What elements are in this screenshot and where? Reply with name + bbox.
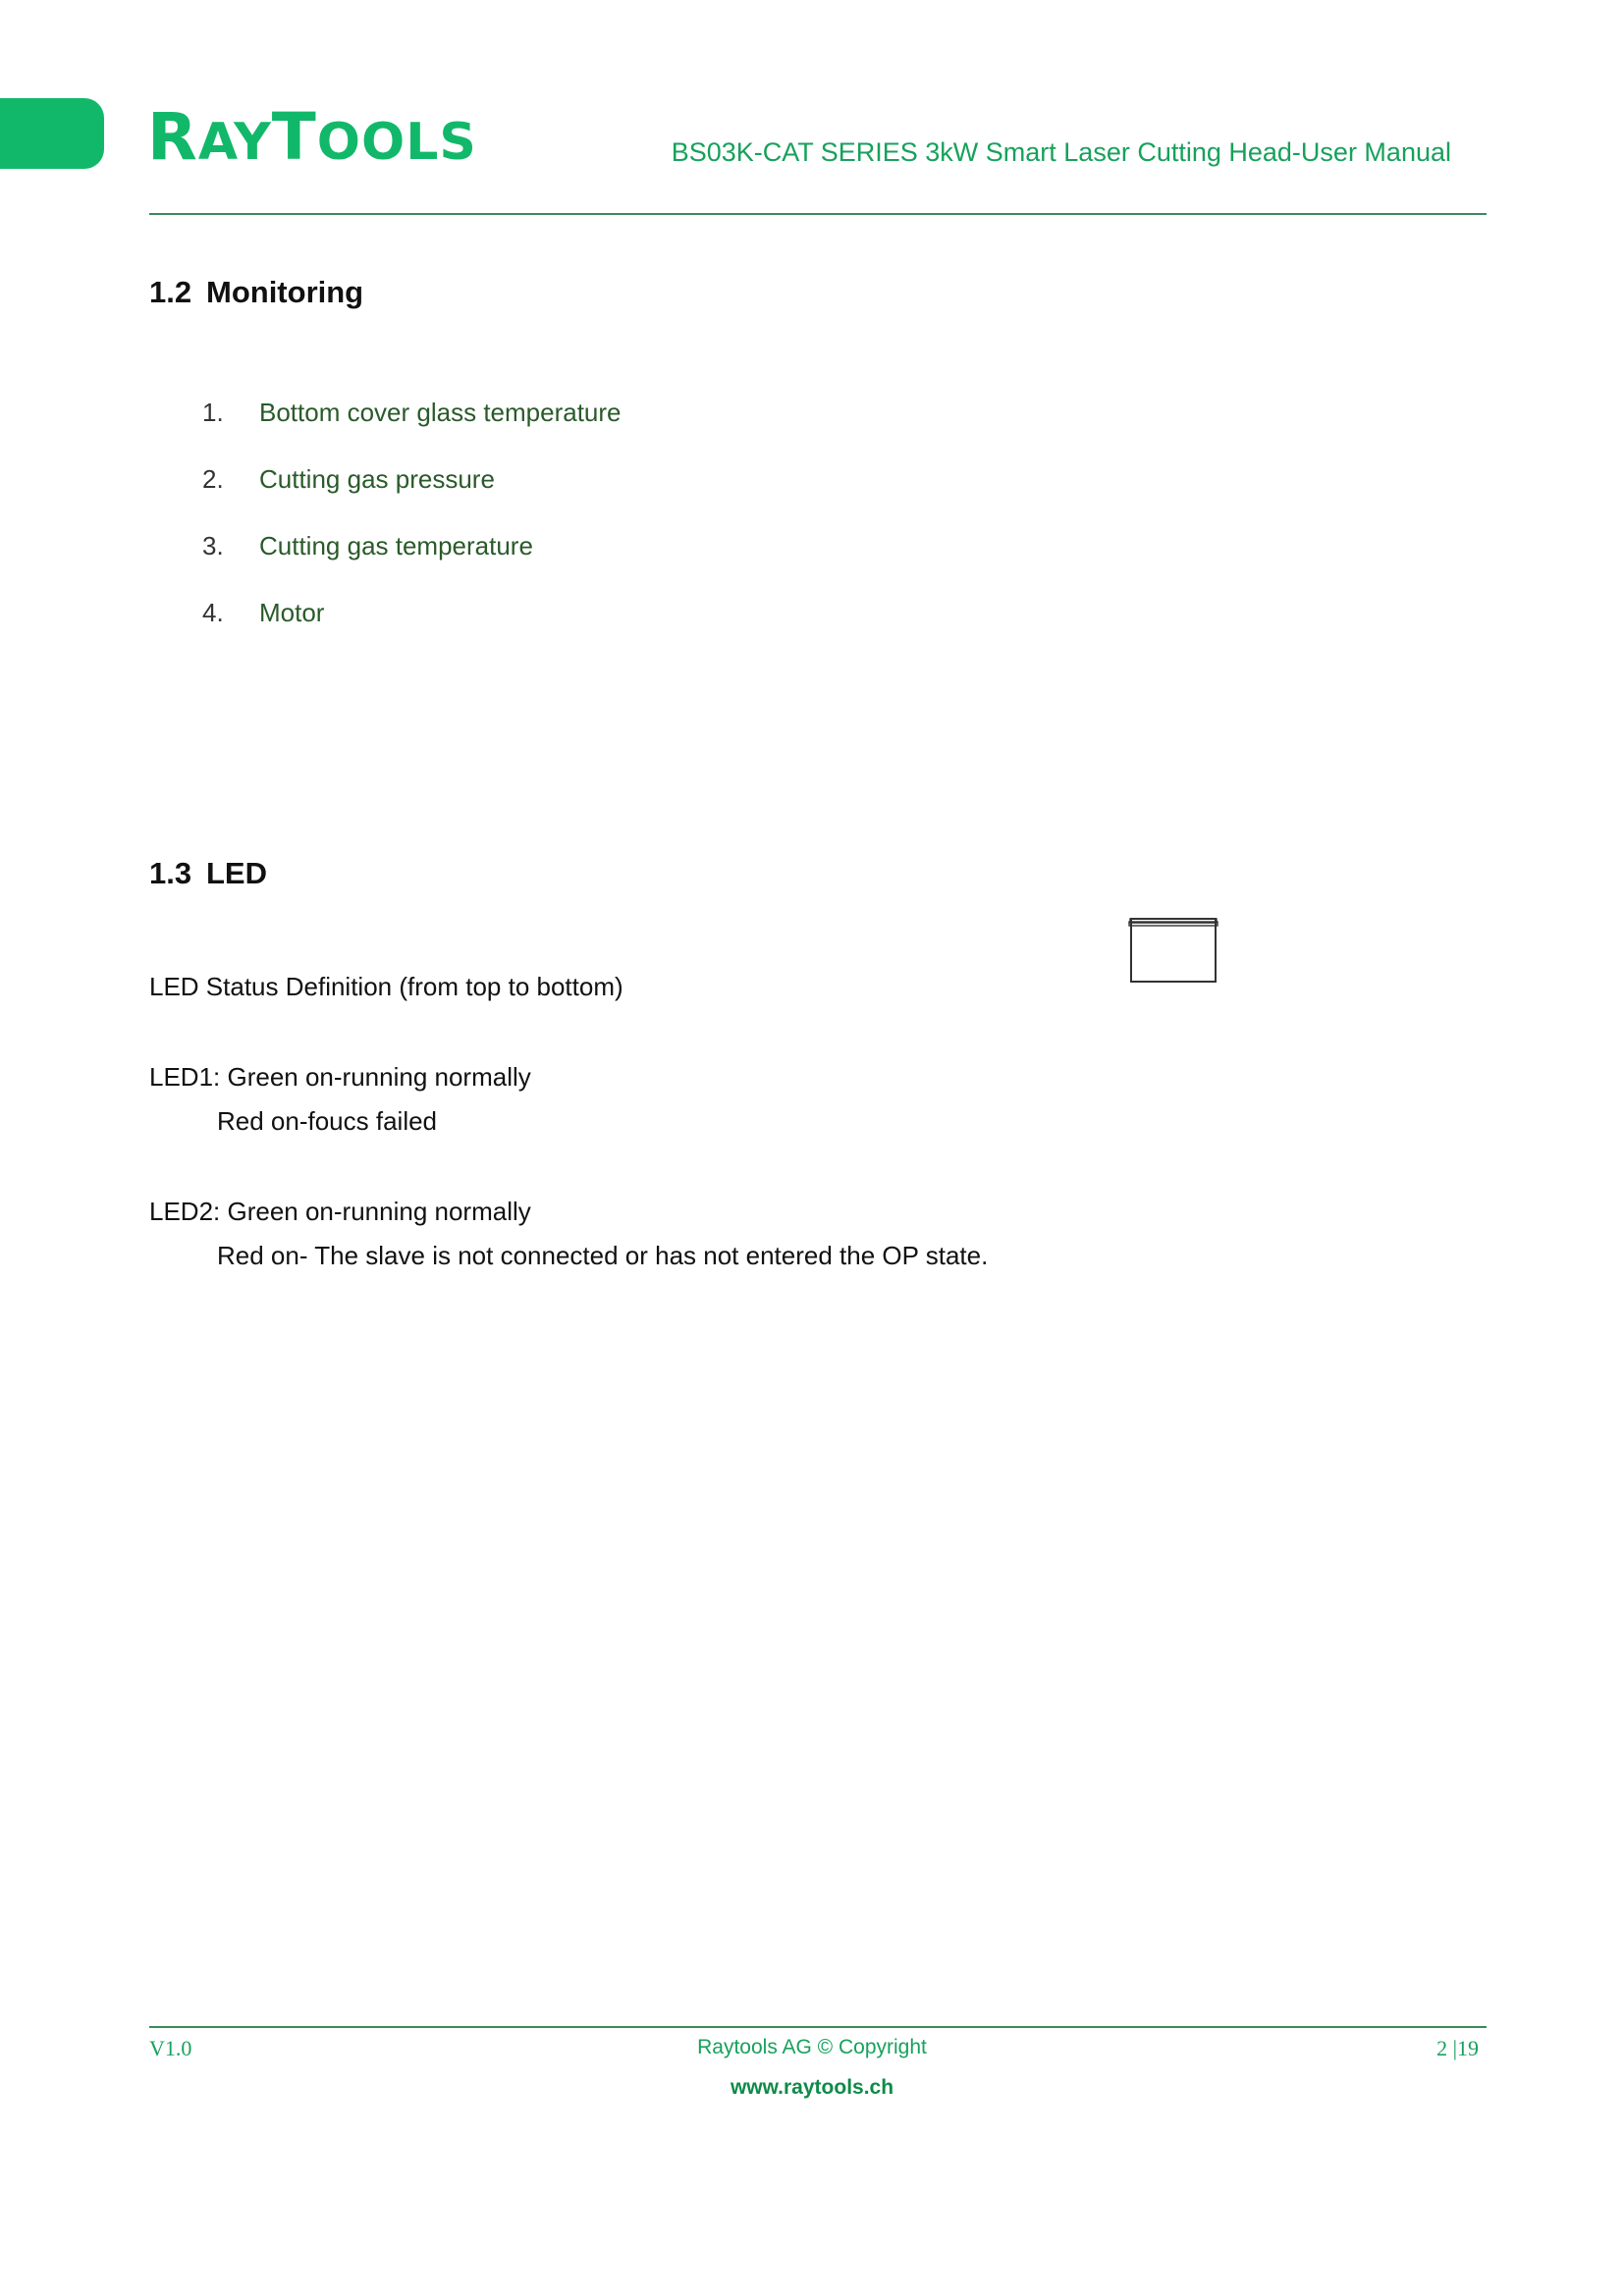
list-item: 2.Cutting gas pressure <box>202 464 495 494</box>
header-divider <box>149 213 1487 215</box>
led2-status-red: Red on- The slave is not connected or ha… <box>217 1241 989 1270</box>
version-label: V1.0 <box>149 2036 192 2060</box>
raytools-logo: RAYTOOLS <box>147 99 477 175</box>
list-item: 3.Cutting gas temperature <box>202 531 533 561</box>
list-item: 1.Bottom cover glass temperature <box>202 398 622 427</box>
document-title: BS03K-CAT SERIES 3kW Smart Laser Cutting… <box>671 137 1451 167</box>
website-link[interactable]: www.raytools.ch <box>730 2076 894 2099</box>
led-intro: LED Status Definition (from top to botto… <box>149 972 623 1001</box>
footer-divider <box>149 2026 1487 2028</box>
connector-body <box>1130 922 1217 983</box>
monitoring-list: 1.Bottom cover glass temperature 2.Cutti… <box>202 398 622 665</box>
copyright-text: Raytools AG © Copyright <box>697 2036 927 2058</box>
led-housing-drawing <box>1128 918 1218 983</box>
list-item: 4.Motor <box>202 598 325 627</box>
led1-status-red: Red on-foucs failed <box>217 1106 438 1136</box>
led2-status-green: LED2: Green on-running normally <box>149 1197 531 1226</box>
led1-status-green: LED1: Green on-running normally <box>149 1062 531 1092</box>
brand-tab-mark <box>0 98 104 169</box>
page-number: 2 |19 <box>1436 2036 1479 2060</box>
